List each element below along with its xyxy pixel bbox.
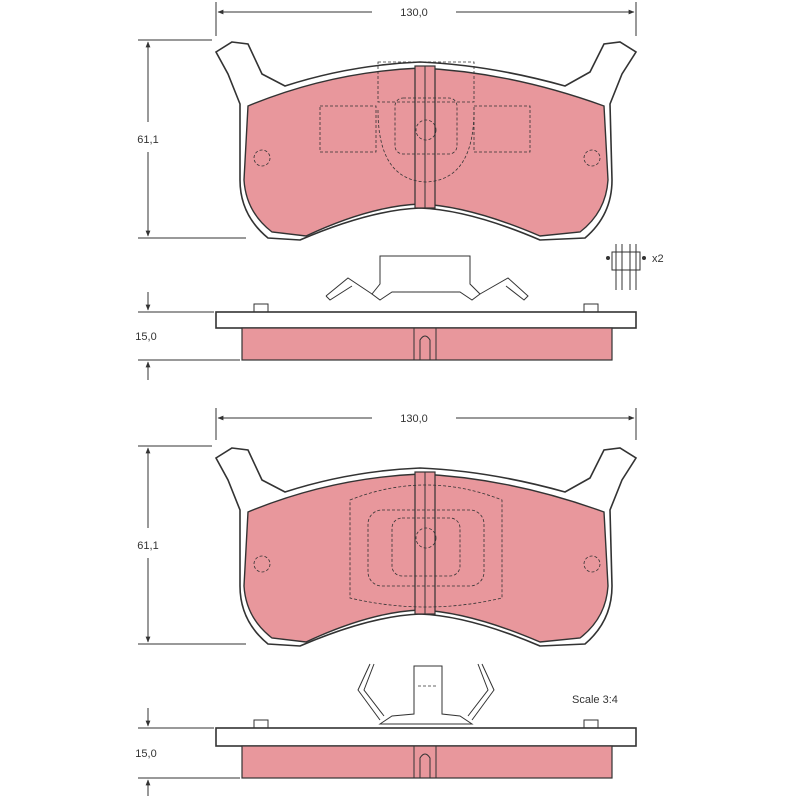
top-side-clip xyxy=(371,255,481,301)
bottom-hidden-clip xyxy=(349,484,503,608)
top-height-label: 61,1 xyxy=(137,134,158,146)
bottom-width-dimension: 130,0 xyxy=(215,408,637,440)
top-side-friction xyxy=(241,327,613,361)
top-height-dimension: 61,1 xyxy=(137,39,246,239)
clip-qty-label: x2 xyxy=(652,253,664,265)
scale-label: Scale 3:4 xyxy=(572,694,618,706)
bottom-height-dimension: 61,1 xyxy=(137,445,246,645)
top-width-dimension: 130,0 xyxy=(215,2,637,36)
bottom-pad-side-view xyxy=(215,663,637,779)
bottom-side-clip xyxy=(378,665,474,725)
bottom-side-plate xyxy=(215,727,637,747)
top-backing-plate xyxy=(214,41,638,241)
bottom-thickness-label: 15,0 xyxy=(135,748,156,760)
bottom-pad-front-view xyxy=(214,447,638,647)
bottom-thickness-dimension: 15,0 xyxy=(135,708,240,796)
top-hidden-clip xyxy=(319,61,531,183)
bottom-backing-plate xyxy=(214,447,638,647)
bottom-width-label: 130,0 xyxy=(400,413,428,425)
bottom-side-friction xyxy=(241,745,613,779)
bottom-height-label: 61,1 xyxy=(137,540,158,552)
top-pad-front-view xyxy=(214,41,638,241)
top-thickness-dimension: 15,0 xyxy=(135,292,240,380)
bottom-hole-right xyxy=(583,555,601,573)
top-hole-left xyxy=(253,149,271,167)
top-thickness-label: 15,0 xyxy=(135,331,156,343)
top-width-label: 130,0 xyxy=(400,7,428,19)
top-hole-right xyxy=(583,149,601,167)
top-side-plate xyxy=(215,311,637,329)
bottom-hole-left xyxy=(253,555,271,573)
clip-quantity-icon: x2 xyxy=(606,244,664,290)
top-pad-side-view xyxy=(215,255,637,361)
